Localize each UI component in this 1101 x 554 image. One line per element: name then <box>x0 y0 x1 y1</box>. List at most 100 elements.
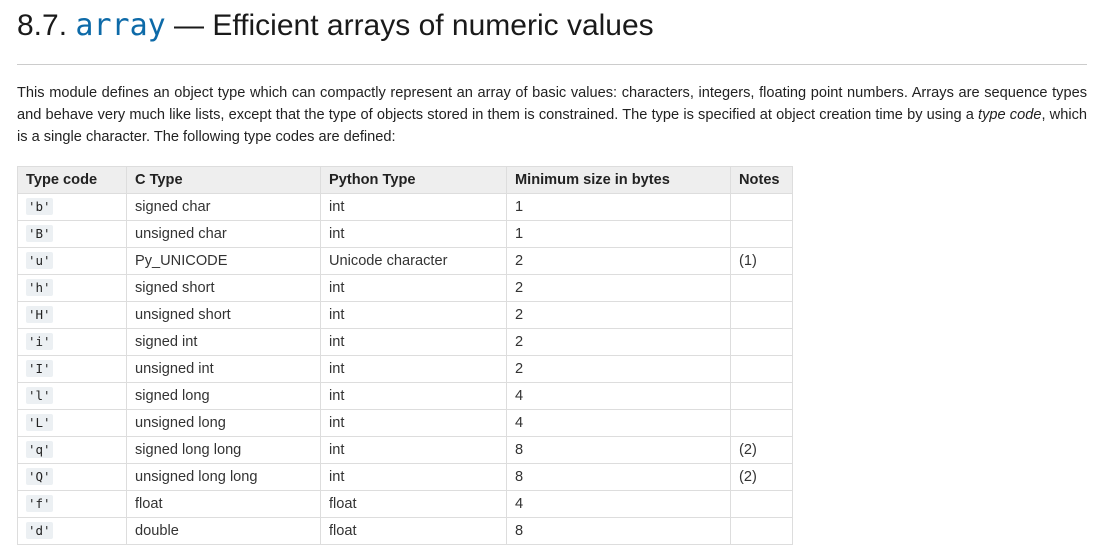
notes-cell <box>730 490 793 518</box>
min-size-cell: 1 <box>506 220 731 248</box>
python-type-cell: int <box>320 436 507 464</box>
type-code: 'h' <box>26 279 53 296</box>
header-notes: Notes <box>730 166 793 194</box>
type-code-cell: 'B' <box>17 220 127 248</box>
notes-cell: (1) <box>730 247 793 275</box>
c-type-cell: signed long <box>126 382 321 410</box>
python-type-cell: int <box>320 274 507 302</box>
intro-text-before: This module defines an object type which… <box>17 85 1087 123</box>
type-code-cell: 'f' <box>17 490 127 518</box>
min-size-cell: 2 <box>506 274 731 302</box>
type-code-cell: 'q' <box>17 436 127 464</box>
min-size-cell: 2 <box>506 247 731 275</box>
type-code: 'l' <box>26 387 53 404</box>
min-size-cell: 2 <box>506 355 731 383</box>
type-code: 'Q' <box>26 468 53 485</box>
notes-cell <box>730 355 793 383</box>
python-type-cell: float <box>320 517 507 545</box>
type-code-cell: 'h' <box>17 274 127 302</box>
min-size-cell: 8 <box>506 517 731 545</box>
title-text: — Efficient arrays of numeric values <box>174 9 654 42</box>
type-code-cell: 'H' <box>17 301 127 329</box>
type-code-cell: 'b' <box>17 193 127 221</box>
notes-cell <box>730 301 793 329</box>
type-code-cell: 'I' <box>17 355 127 383</box>
python-type-cell: int <box>320 301 507 329</box>
min-size-cell: 8 <box>506 436 731 464</box>
type-code-cell: 'L' <box>17 409 127 437</box>
c-type-cell: signed char <box>126 193 321 221</box>
type-code: 'b' <box>26 198 53 215</box>
document-page: 8.7. array — Efficient arrays of numeric… <box>17 0 1087 545</box>
type-code: 'u' <box>26 252 53 269</box>
type-code-cell: 'Q' <box>17 463 127 491</box>
type-code-cell: 'd' <box>17 517 127 545</box>
type-code: 'f' <box>26 495 53 512</box>
notes-cell: (2) <box>730 436 793 464</box>
min-size-cell: 4 <box>506 490 731 518</box>
type-code: 'H' <box>26 306 53 323</box>
min-size-cell: 2 <box>506 328 731 356</box>
intro-text-after: , which is a single character. The follo… <box>17 107 1087 145</box>
c-type-cell: unsigned long <box>126 409 321 437</box>
python-type-cell: int <box>320 382 507 410</box>
notes-cell <box>730 409 793 437</box>
c-type-cell: unsigned char <box>126 220 321 248</box>
notes-cell: (2) <box>730 463 793 491</box>
notes-cell <box>730 274 793 302</box>
python-type-cell: int <box>320 355 507 383</box>
min-size-cell: 4 <box>506 382 731 410</box>
type-codes-table: Type code C Type Python Type Minimum siz… <box>17 166 793 545</box>
module-name-link[interactable]: array <box>75 8 166 43</box>
header-c-type: C Type <box>126 166 321 194</box>
c-type-cell: unsigned short <box>126 301 321 329</box>
type-code-cell: 'i' <box>17 328 127 356</box>
min-size-cell: 2 <box>506 301 731 329</box>
header-type-code: Type code <box>17 166 127 194</box>
notes-cell <box>730 517 793 545</box>
section-number: 8.7. <box>17 9 68 42</box>
intro-emphasis: type code <box>978 107 1042 123</box>
notes-cell <box>730 382 793 410</box>
min-size-cell: 4 <box>506 409 731 437</box>
header-python-type: Python Type <box>320 166 507 194</box>
type-code: 'i' <box>26 333 53 350</box>
c-type-cell: signed short <box>126 274 321 302</box>
title-divider <box>17 64 1087 65</box>
type-code-cell: 'u' <box>17 247 127 275</box>
min-size-cell: 1 <box>506 193 731 221</box>
c-type-cell: signed long long <box>126 436 321 464</box>
python-type-cell: int <box>320 220 507 248</box>
notes-cell <box>730 328 793 356</box>
table-header-row: Type code C Type Python Type Minimum siz… <box>17 166 793 194</box>
python-type-cell: int <box>320 463 507 491</box>
type-code: 'I' <box>26 360 53 377</box>
c-type-cell: unsigned long long <box>126 463 321 491</box>
c-type-cell: Py_UNICODE <box>126 247 321 275</box>
python-type-cell: Unicode character <box>320 247 507 275</box>
c-type-cell: signed int <box>126 328 321 356</box>
python-type-cell: float <box>320 490 507 518</box>
python-type-cell: int <box>320 409 507 437</box>
type-code: 'q' <box>26 441 53 458</box>
type-code-cell: 'l' <box>17 382 127 410</box>
min-size-cell: 8 <box>506 463 731 491</box>
page-title: 8.7. array — Efficient arrays of numeric… <box>17 0 1087 64</box>
header-min-size: Minimum size in bytes <box>506 166 731 194</box>
python-type-cell: int <box>320 193 507 221</box>
c-type-cell: float <box>126 490 321 518</box>
python-type-cell: int <box>320 328 507 356</box>
type-code: 'd' <box>26 522 53 539</box>
